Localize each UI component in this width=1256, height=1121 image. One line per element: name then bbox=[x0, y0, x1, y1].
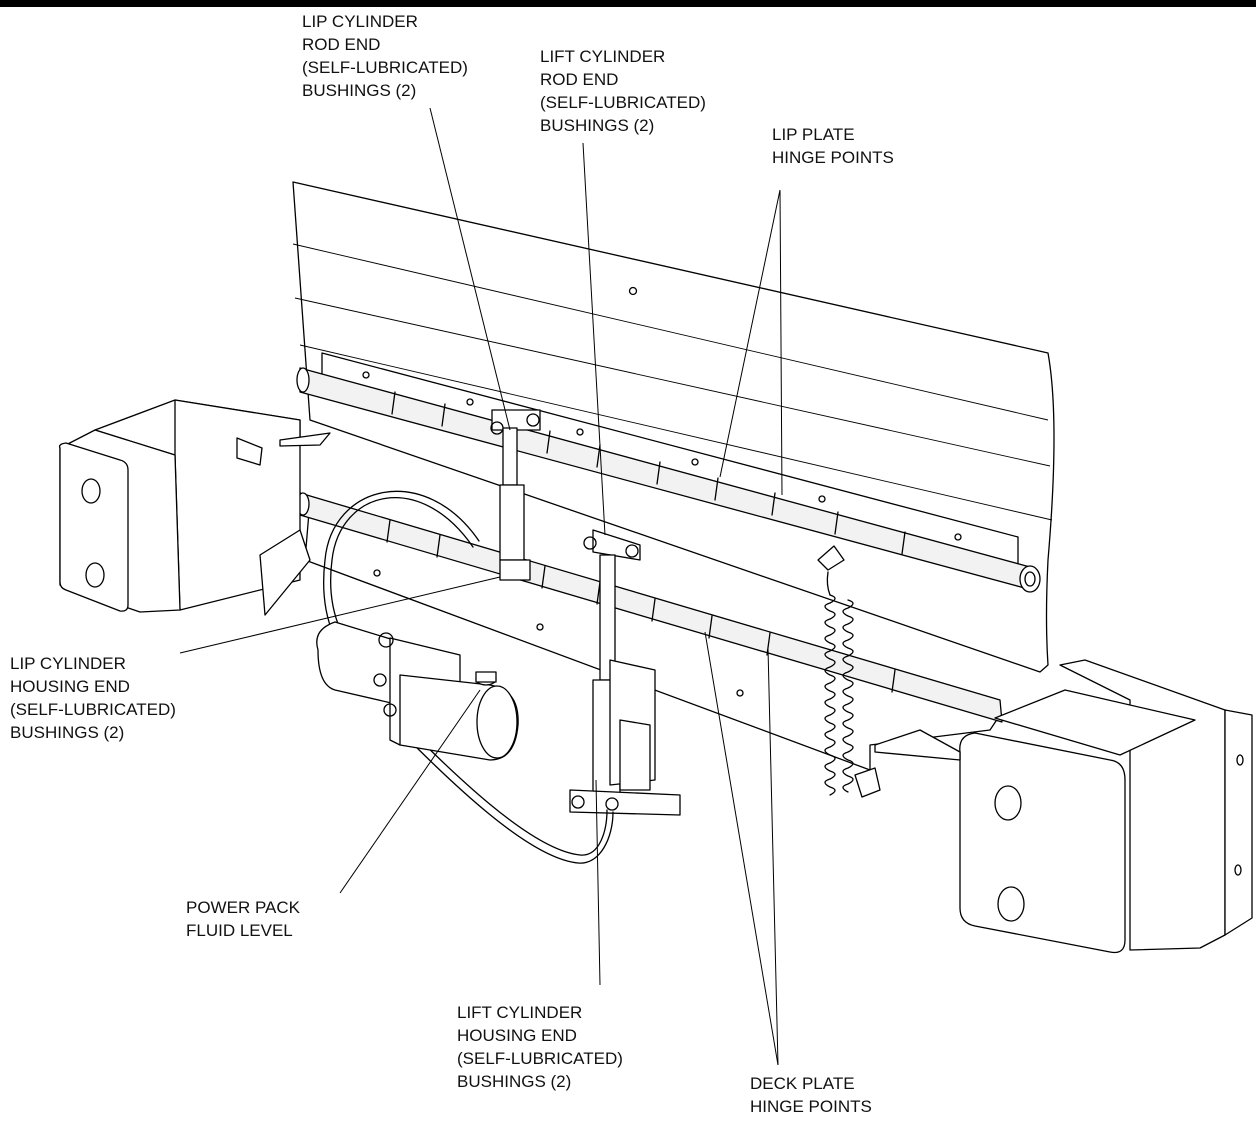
lip-plate bbox=[292, 181, 1055, 673]
label-lip-cylinder-housing-end: LIP CYLINDER HOUSING END (SELF-LUBRICATE… bbox=[10, 654, 176, 742]
power-pack bbox=[316, 621, 519, 761]
label-lip-plate-hinge-points: LIP PLATE HINGE POINTS bbox=[772, 125, 894, 167]
label-lift-cylinder-rod-end: LIFT CYLINDER ROD END (SELF-LUBRICATED) … bbox=[540, 47, 706, 135]
leader-lines bbox=[179, 107, 783, 1066]
right-end-box bbox=[874, 659, 1253, 954]
lip-cylinder bbox=[490, 409, 541, 581]
left-end-box bbox=[58, 399, 331, 616]
spring bbox=[817, 545, 881, 798]
label-lift-cylinder-housing-end: LIFT CYLINDER HOUSING END (SELF-LUBRICAT… bbox=[457, 1003, 623, 1091]
top-border-bar bbox=[0, 0, 1256, 7]
label-power-pack-fluid-level: POWER PACK FLUID LEVEL bbox=[186, 898, 300, 940]
lip-hinge-assembly bbox=[296, 352, 1041, 593]
label-deck-plate-hinge-points: DECK PLATE HINGE POINTS bbox=[750, 1074, 872, 1116]
lift-cylinder bbox=[569, 529, 681, 816]
label-lip-cylinder-rod-end: LIP CYLINDER ROD END (SELF-LUBRICATED) B… bbox=[302, 12, 468, 100]
deck-plate bbox=[296, 492, 1003, 771]
